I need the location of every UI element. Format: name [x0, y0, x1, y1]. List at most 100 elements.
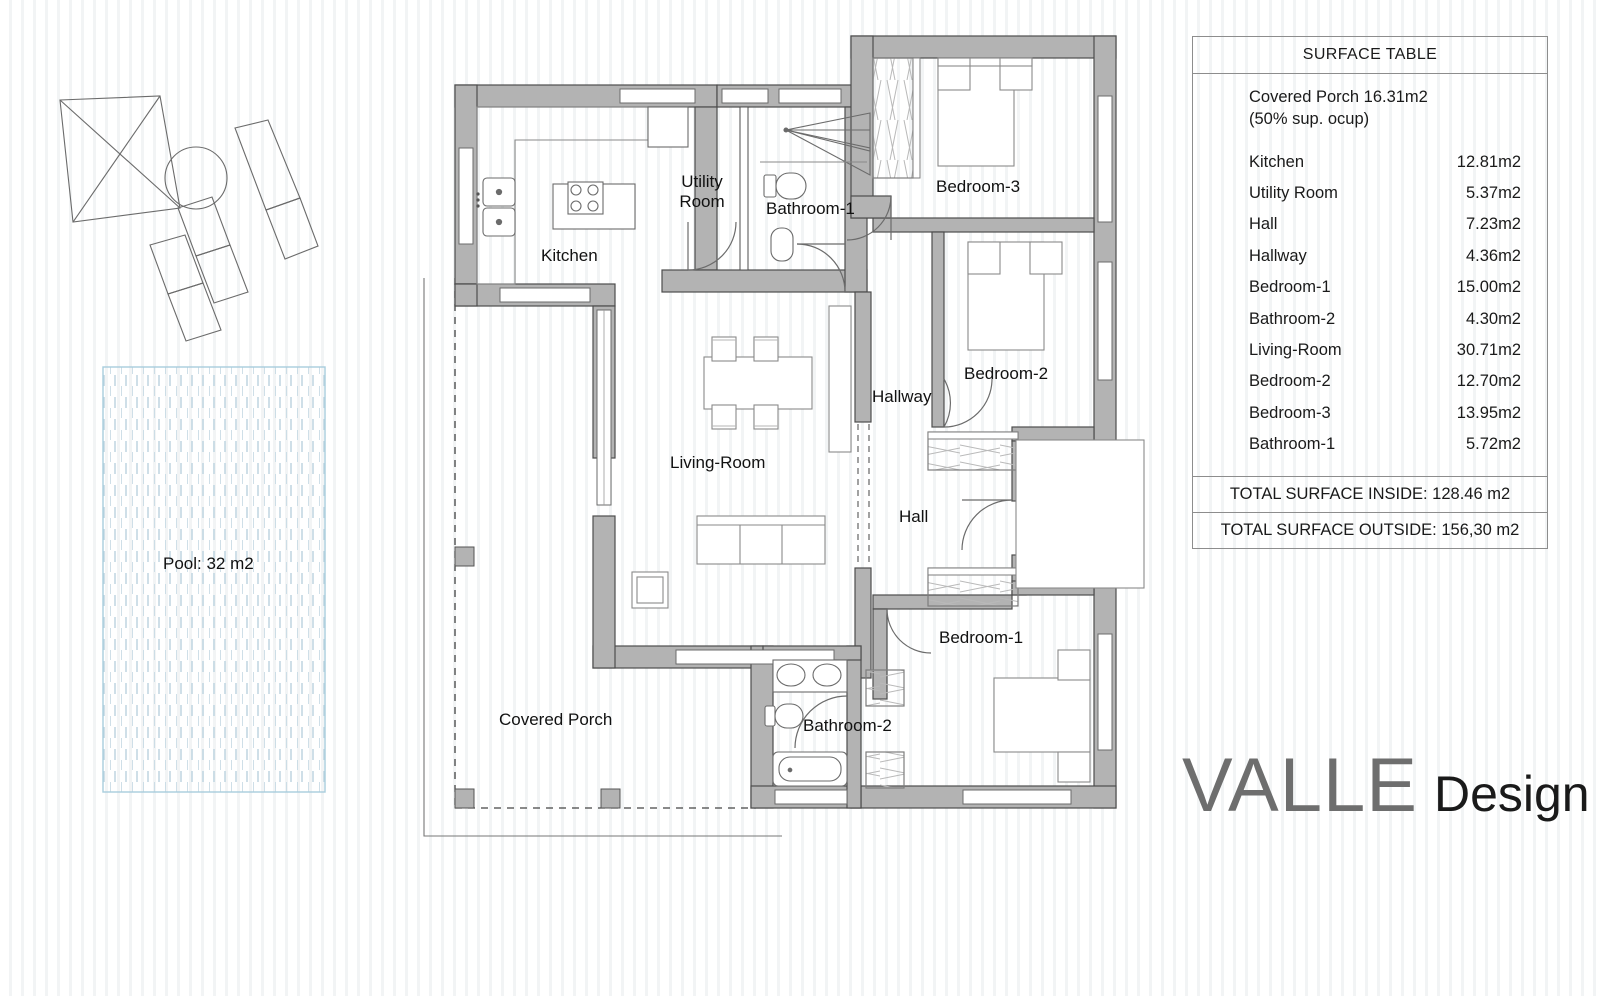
nightstand — [1057, 751, 1091, 783]
sun-lounger-icon — [177, 196, 249, 304]
dining-table — [703, 356, 813, 410]
dining-chair — [711, 404, 737, 430]
surface-row-label: Bedroom-3 — [1249, 403, 1331, 422]
basin-icon — [776, 663, 806, 687]
surface-table-row: Hallway 4.36m2 — [1249, 241, 1521, 272]
cabinet — [828, 305, 852, 453]
surface-row-label: Bedroom-1 — [1249, 278, 1331, 297]
basin-icon — [812, 663, 842, 687]
label-bathroom-1: Bathroom-1 — [766, 199, 855, 218]
sun-lounger-icon — [234, 119, 319, 260]
bedroom-3-furniture — [937, 57, 1033, 167]
outdoor-furniture-group — [59, 95, 319, 342]
surface-row-value: 30.71m2 — [1456, 340, 1521, 359]
covered-porch-note-line1: Covered Porch 16.31m2 — [1249, 88, 1428, 106]
surface-table-row: Bathroom-1 5.72m2 — [1249, 429, 1521, 460]
bedroom-3-wardrobe — [872, 57, 921, 179]
surface-row-label: Bedroom-2 — [1249, 372, 1331, 391]
shower-icon — [760, 112, 871, 176]
bathtub-icon — [772, 751, 848, 787]
nightstand — [1029, 241, 1063, 275]
bed-headboard — [937, 57, 1033, 67]
living-room-furniture — [631, 305, 852, 609]
bathroom-2-fixtures — [764, 659, 848, 787]
total-surface-inside: TOTAL SURFACE INSIDE: 128.46 m2 — [1193, 476, 1547, 512]
label-utility-room-line1: Utility — [681, 172, 723, 191]
sofa — [696, 515, 826, 565]
nightstand — [967, 241, 1001, 275]
covered-porch-note-line2: (50% sup. ocup) — [1249, 110, 1370, 129]
surface-row-label: Hall — [1249, 215, 1278, 234]
sun-lounger-icon — [149, 234, 222, 342]
surface-table-title: SURFACE TABLE — [1193, 37, 1547, 74]
dining-chair — [711, 336, 737, 362]
surface-row-value: 4.36m2 — [1465, 246, 1521, 265]
bathroom-1-fixtures — [760, 112, 871, 262]
covered-porch-area — [423, 278, 782, 837]
kitchen-sink-icon — [476, 177, 516, 237]
surface-row-label: Bathroom-1 — [1249, 435, 1336, 454]
label-bathroom-2: Bathroom-2 — [803, 716, 892, 735]
label-bedroom-3: Bedroom-3 — [936, 177, 1021, 196]
hall-wardrobes — [865, 431, 1019, 789]
label-hallway: Hallway — [872, 387, 932, 406]
logo-primary-text: VALLE — [1182, 743, 1418, 828]
nightstand — [999, 57, 1033, 91]
label-living-room: Living-Room — [670, 453, 766, 472]
surface-row-label: Bathroom-2 — [1249, 309, 1336, 328]
total-surface-outside: TOTAL SURFACE OUTSIDE: 156,30 m2 — [1193, 512, 1547, 548]
bed — [993, 677, 1091, 753]
surface-table-row: Bathroom-2 4.30m2 — [1249, 303, 1521, 334]
kitchen-hob-icon — [567, 181, 604, 215]
toilet-icon — [764, 703, 804, 729]
label-covered-porch: Covered Porch — [499, 710, 613, 729]
surface-row-value: 13.95m2 — [1456, 403, 1521, 422]
toilet-icon — [763, 172, 807, 200]
sink-icon — [770, 227, 794, 262]
nightstand — [937, 57, 971, 91]
pool — [102, 366, 326, 793]
kitchen-fixtures — [476, 106, 689, 285]
surface-row-value: 5.37m2 — [1465, 184, 1521, 203]
side-table — [631, 571, 669, 609]
hall-opening-dashed — [857, 424, 870, 566]
dining-chair — [753, 336, 779, 362]
round-table-icon — [164, 146, 228, 210]
bedroom-2-furniture — [967, 241, 1063, 351]
surface-row-label: Utility Room — [1249, 184, 1338, 203]
surface-table: SURFACE TABLE Covered Porch 16.31m2 (50%… — [1192, 36, 1548, 550]
label-hall: Hall — [899, 507, 929, 526]
surface-table-row: Hall 7.23m2 — [1249, 209, 1521, 240]
surface-row-label: Hallway — [1249, 246, 1307, 265]
dining-chair — [753, 404, 779, 430]
label-pool: Pool: 32 m2 — [163, 554, 254, 573]
label-utility-room-line2: Room — [679, 191, 725, 211]
surface-row-value: 15.00m2 — [1456, 278, 1521, 297]
surface-row-value: 12.81m2 — [1456, 152, 1521, 171]
label-kitchen: Kitchen — [541, 246, 598, 265]
surface-table-row: Bedroom-3 13.95m2 — [1249, 398, 1521, 429]
surface-row-value: 7.23m2 — [1465, 215, 1521, 234]
surface-table-row: Utility Room 5.37m2 — [1249, 178, 1521, 209]
kitchen-tall-unit — [647, 106, 689, 148]
surface-row-value: 5.72m2 — [1465, 435, 1521, 454]
label-bedroom-1: Bedroom-1 — [939, 628, 1024, 647]
surface-table-row: Bedroom-2 12.70m2 — [1249, 366, 1521, 397]
surface-table-row: Kitchen 12.81m2 — [1249, 147, 1521, 178]
parasol-icon — [59, 95, 181, 223]
surface-table-row: Living-Room 30.71m2 — [1249, 335, 1521, 366]
label-utility-room: Utility Room — [671, 172, 733, 211]
doors — [687, 195, 1013, 749]
surface-row-label: Living-Room — [1249, 340, 1342, 359]
surface-row-value: 4.30m2 — [1465, 309, 1521, 328]
brand-logo: VALLE Design — [1182, 742, 1590, 829]
logo-secondary-text: Design — [1433, 766, 1590, 822]
surface-row-value: 12.70m2 — [1456, 372, 1521, 391]
label-bedroom-2: Bedroom-2 — [964, 364, 1049, 383]
covered-porch-note: Covered Porch 16.31m2 (50% sup. ocup) — [1193, 86, 1547, 131]
bedroom-1-furniture — [993, 649, 1091, 783]
right-patio — [1015, 439, 1145, 589]
surface-row-label: Kitchen — [1249, 152, 1305, 171]
